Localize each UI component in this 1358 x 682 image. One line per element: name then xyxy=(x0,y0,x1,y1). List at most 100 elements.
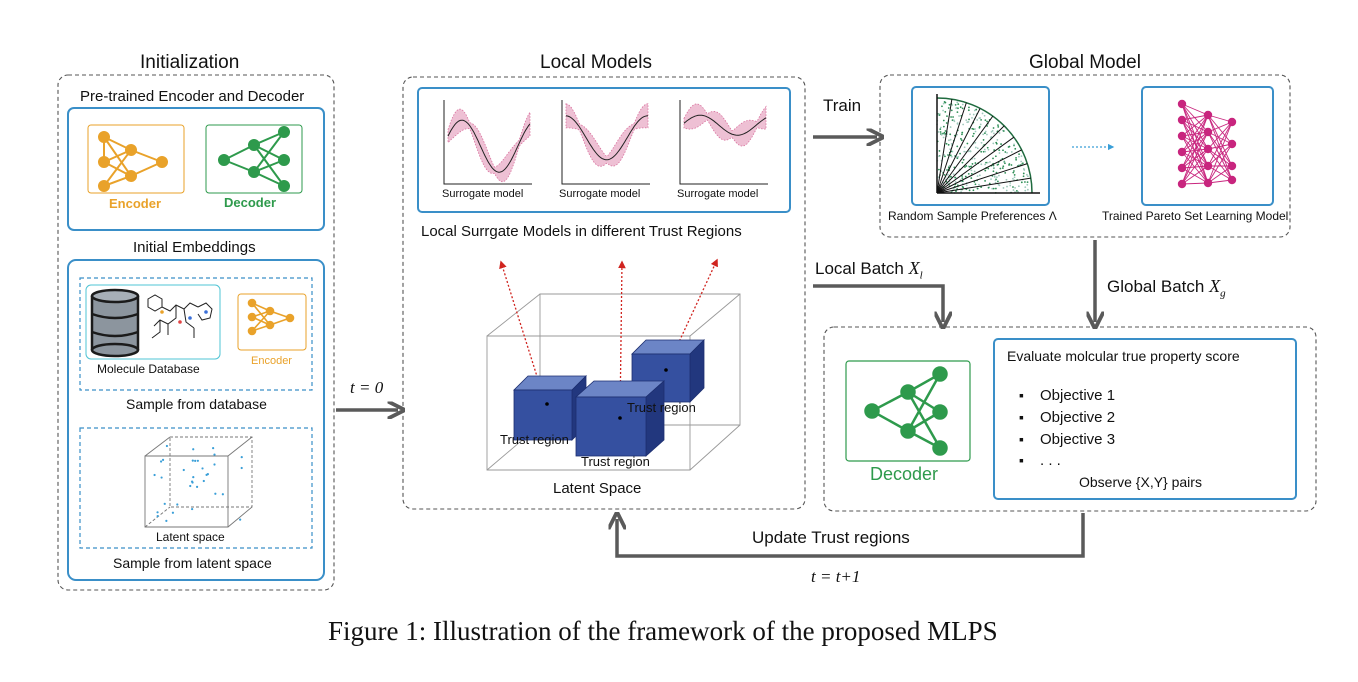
psl-node xyxy=(1203,110,1213,120)
surrogate-mean-curve xyxy=(565,115,649,161)
preference-sample-point xyxy=(961,107,964,110)
psl-edge xyxy=(1181,114,1209,169)
preference-sample-point xyxy=(986,120,989,123)
surrogate-mean-curve xyxy=(447,119,531,173)
update-trust-regions-label: Update Trust regions xyxy=(752,528,910,547)
preference-sample-point xyxy=(984,169,987,172)
initialization-panel xyxy=(57,74,335,591)
preference-sample-point xyxy=(1024,181,1026,183)
preference-sample-point xyxy=(950,143,953,145)
global-batch-label-group: Global Batch Xg xyxy=(1107,276,1226,299)
preference-sample-point xyxy=(957,107,959,110)
preference-sample-point xyxy=(1026,173,1028,176)
preference-sample-point xyxy=(991,187,994,190)
preference-sample-point xyxy=(937,131,940,133)
preference-sample-point xyxy=(1004,172,1007,174)
observe-label: Observe {X,Y} pairs xyxy=(1079,474,1202,490)
preference-sample-point xyxy=(938,168,940,171)
psl-edge xyxy=(1181,135,1209,167)
preference-sample-point xyxy=(982,139,985,141)
latent-point xyxy=(176,503,179,506)
preference-sample-point xyxy=(996,180,999,183)
preference-sample-point xyxy=(947,143,950,146)
embeddings-title: Initial Embeddings xyxy=(133,239,256,256)
preference-sample-point xyxy=(993,176,996,178)
t-update-label: t = t+1 xyxy=(811,567,861,586)
preference-ray xyxy=(936,177,1031,194)
preference-sample-point xyxy=(964,166,966,168)
small-encoder-card xyxy=(237,293,307,351)
preference-sample-point xyxy=(1017,155,1020,158)
encoder-network-icon xyxy=(98,131,168,192)
preference-sample-point xyxy=(994,179,997,182)
latent-point xyxy=(212,447,215,450)
preference-sample-point xyxy=(1020,160,1023,163)
preference-sample-point xyxy=(958,115,960,117)
preference-sample-point xyxy=(972,135,974,138)
preference-sample-point xyxy=(960,139,963,142)
preference-sample-point xyxy=(974,141,977,144)
preference-sample-point xyxy=(1012,189,1015,191)
trust-region-label-2: Trust region xyxy=(627,400,696,415)
preference-sample-point xyxy=(962,123,965,126)
psl-edge xyxy=(1181,182,1209,185)
preference-sample-point xyxy=(955,107,958,110)
preference-sample-point xyxy=(968,106,970,109)
latent-point xyxy=(163,502,166,505)
preference-sample-point xyxy=(1015,189,1018,192)
psl-label: Trained Pareto Set Learning Model xyxy=(1102,209,1289,223)
preference-sample-point xyxy=(1026,188,1029,191)
preference-sample-point xyxy=(973,157,976,160)
preference-sample-point xyxy=(984,119,987,122)
preference-sample-point xyxy=(976,119,979,121)
preferences-label: Random Sample Preferences Λ xyxy=(888,209,1057,223)
latent-point xyxy=(213,453,216,456)
preference-sample-point xyxy=(950,155,953,158)
psl-edge xyxy=(1181,148,1209,185)
latent-point xyxy=(214,492,217,495)
preference-sample-point xyxy=(939,126,942,129)
preference-sample-point xyxy=(955,190,957,193)
small-encoder-label: Encoder xyxy=(251,355,292,367)
preference-sample-point xyxy=(949,154,952,157)
preference-sample-point xyxy=(974,183,977,186)
preference-sample-point xyxy=(986,125,989,127)
embeddings-box xyxy=(67,259,325,581)
surrogate-uncertainty-band xyxy=(683,103,767,147)
preference-sample-point xyxy=(947,154,949,156)
preference-sample-point xyxy=(982,133,985,136)
objective-bullet-2: ▪ xyxy=(1019,409,1024,425)
preference-sample-point xyxy=(1000,143,1002,145)
update-trust-regions-arrow xyxy=(617,513,1085,558)
psl-edge xyxy=(1181,151,1209,184)
objective-bullet-4: ▪ xyxy=(1019,452,1024,468)
database-dashed-box xyxy=(79,277,313,391)
preference-sample-point xyxy=(959,152,961,155)
psl-node xyxy=(1203,178,1213,188)
surrogate-axes xyxy=(443,100,532,185)
preference-sample-point xyxy=(947,166,950,169)
latent-point xyxy=(202,479,205,483)
preference-sample-point xyxy=(946,115,948,118)
preference-sample-point xyxy=(984,132,986,135)
preference-sample-point xyxy=(947,173,949,176)
preference-sample-point xyxy=(1006,151,1008,154)
eval-decoder-card xyxy=(845,360,971,462)
preference-sample-point xyxy=(942,119,945,122)
latent-point xyxy=(159,460,163,463)
preference-sample-point xyxy=(1013,143,1015,146)
preference-sample-point xyxy=(976,187,979,190)
preference-sample-point xyxy=(967,172,970,175)
preference-sample-point xyxy=(999,167,1002,170)
preference-sample-point xyxy=(959,106,962,109)
preference-sample-point xyxy=(964,175,967,178)
preference-sample-point xyxy=(992,132,995,135)
preference-sample-point xyxy=(1004,162,1006,165)
molecule-structure-icon xyxy=(147,294,213,339)
preference-sample-point xyxy=(992,187,995,190)
latent-dashed-box xyxy=(79,427,313,549)
preference-sample-point xyxy=(1001,167,1004,169)
latent-point xyxy=(153,473,156,477)
eval-decoder-label: Decoder xyxy=(870,464,939,484)
preference-sample-point xyxy=(980,118,983,121)
